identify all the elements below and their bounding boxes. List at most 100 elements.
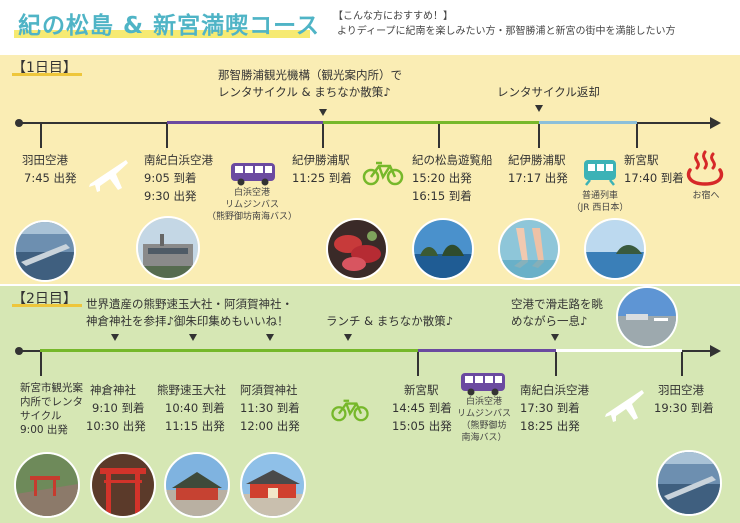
day2-tick-shirahama [555,352,557,376]
airplane-icon [89,160,128,192]
bicycle-icon [362,161,404,186]
day2-stop-kamikura: 神倉神社 9:10 到着 10:30 出発 [86,381,146,435]
stop-time: 14:45 到着 [392,401,452,415]
title-underline [14,30,310,38]
photo-torii-gate [90,452,156,518]
stop-name: 南紀白浜空港 [520,383,589,397]
day2-bus-segment [418,349,556,352]
stop-name: 阿須賀神社 [240,383,298,397]
photo-kinomatsushima-islands [412,218,474,280]
day2-marker-airport [551,334,559,341]
day2-marker-asuka [266,334,274,341]
day2-stop-asuka: 阿須賀神社 11:30 到着 12:00 出発 [240,381,300,435]
day2-marker-kamikura [111,334,119,341]
stop-name: 新宮市観光案 [20,382,83,394]
day1-stop-shirahama: 南紀白浜空港 9:05 到着 9:30 出発 [144,151,213,205]
day2-timeline-arrow [710,345,721,357]
photo-coastal-view [584,218,646,280]
stop-time: 18:25 出発 [520,419,580,433]
photo-hayatama-taisha [164,452,230,518]
stop-time: 15:05 出発 [392,419,452,433]
day2-flight-segment [556,349,682,352]
stop-time: 11:15 出発 [165,419,225,433]
recommendation: 【こんな方におすすめ！】 よりディープに紀南を楽しみたい方・那智勝浦と新宮の街中… [333,9,676,39]
stop-name: サイクル [20,410,62,422]
airplane-icon [605,390,644,422]
bus-label-line: リムジンバス [456,409,511,419]
day1-train-label: 普通列車 （JR 西日本） [560,190,640,214]
day1-tick-kiikatsuura [322,124,324,148]
day1-tick-kiikatsuura2 [538,124,540,148]
day1-train-segment [539,121,637,124]
day2-label: 【2日目】 [12,291,77,307]
day1-stop-cruise: 紀の松島遊覧船 15:20 出発 16:15 到着 [412,151,493,205]
day1-bus-segment [167,121,323,124]
photo-footbath [498,218,560,280]
day1-bicycle-segment [323,121,539,124]
day2-marker-lunch [344,334,352,341]
day2-stop-haneda: 羽田空港 19:30 到着 [654,381,714,417]
day1-annotation-rental: 那智勝浦観光機構（観光案内所）で レンタサイクル & まちなか散策♪ [218,67,402,101]
day2-bicycle-segment [40,349,418,352]
stop-name: 新宮駅 [404,383,439,397]
stop-time: 11:30 到着 [240,401,300,415]
bus-icon [461,373,505,396]
day1-tick-shingu [636,124,638,148]
day1-annotation-rental-line1: 那智勝浦観光機構（観光案内所）で [218,68,402,82]
day1-tick-shirahama [166,124,168,148]
bus-label-line: 白浜空港 [465,397,502,407]
day2-label-underline [12,304,82,307]
day1-stop-kiikatsuura: 紀伊勝浦駅 11:25 到着 [292,151,352,187]
day2-stop-shingu-station: 新宮駅 14:45 到着 15:05 出発 [392,381,452,435]
train-icon [584,160,616,186]
day1-annotation-return: レンタサイクル返却 [497,85,600,99]
stop-time: 7:45 出発 [24,171,77,185]
bus-icon [231,163,275,186]
stop-time: 17:40 到着 [624,171,684,185]
day1-stop-haneda: 羽田空港 7:45 出発 [22,151,76,187]
day2-stop-shirahama: 南紀白浜空港 17:30 到着 18:25 出発 [520,381,589,435]
stop-name: 熊野速玉大社 [157,383,226,397]
stop-time: 9:10 到着 [92,401,145,415]
photo-airport-runway [616,286,678,348]
stop-name: 神倉神社 [90,383,136,397]
day2-tick-shingu-info [40,352,42,376]
day2-annotation-shrines-line1: 世界遺産の熊野速玉大社・阿須賀神社・ [86,297,293,311]
day1-tick-cruise [438,124,440,148]
stop-name: 内所でレンタ [20,396,83,408]
bicycle-icon [331,399,369,422]
day2-tick-shingu-station [417,352,419,376]
day1-annotation-rental-line2: レンタサイクル & まちなか散策♪ [218,85,391,99]
photo-tuna-sashimi [326,218,388,280]
photo-haneda-aerial [14,220,76,282]
day1-tick-haneda [40,124,42,148]
train-label-line: （JR 西日本） [571,203,629,213]
photo-haneda-aerial-return [656,450,722,516]
stop-time: 9:00 出発 [20,424,68,436]
stop-name: 紀伊勝浦駅 [508,153,566,167]
train-label-line: 普通列車 [581,191,618,201]
stop-time: 11:25 到着 [292,171,352,185]
day2-stop-shingu-info: 新宮市観光案 内所でレンタ サイクル 9:00 出発 [20,381,83,437]
day2-annotation-airport: 空港で滑走路を眺 めながら一息♪ [511,296,603,330]
day1-start-dot [15,119,23,127]
stop-name: 羽田空港 [658,383,704,397]
stop-name: 羽田空港 [22,153,68,167]
day2-bus-label: 白浜空港 リムジンバス （熊野御坊 南海バス） [450,396,518,444]
day2-tick-haneda [681,352,683,376]
stop-time: 15:20 出発 [412,171,472,185]
photo-shirahama-airport [136,216,200,280]
bus-label-line: 南海バス） [461,433,507,443]
photo-asuka-shrine [240,452,306,518]
day2-annotation-shrines-line2: 神倉神社を参拝♪御朱印集めもいいね！ [86,314,289,328]
stop-name: 紀の松島遊覧船 [412,153,493,167]
day2-start-dot [15,347,23,355]
day1-marker-rental [319,109,327,116]
day2-annotation-lunch: ランチ & まちなか散策♪ [326,314,454,328]
day1-marker-return [535,105,543,112]
day2-stop-hayatama: 熊野速玉大社 10:40 到着 11:15 出発 [157,381,226,435]
stop-time: 9:05 到着 [144,171,197,185]
day1-onsen-label: お宿へ [692,191,720,201]
bus-label-line: （熊野御坊南海バス） [206,212,297,222]
bus-label-line: リムジンバス [224,200,279,210]
